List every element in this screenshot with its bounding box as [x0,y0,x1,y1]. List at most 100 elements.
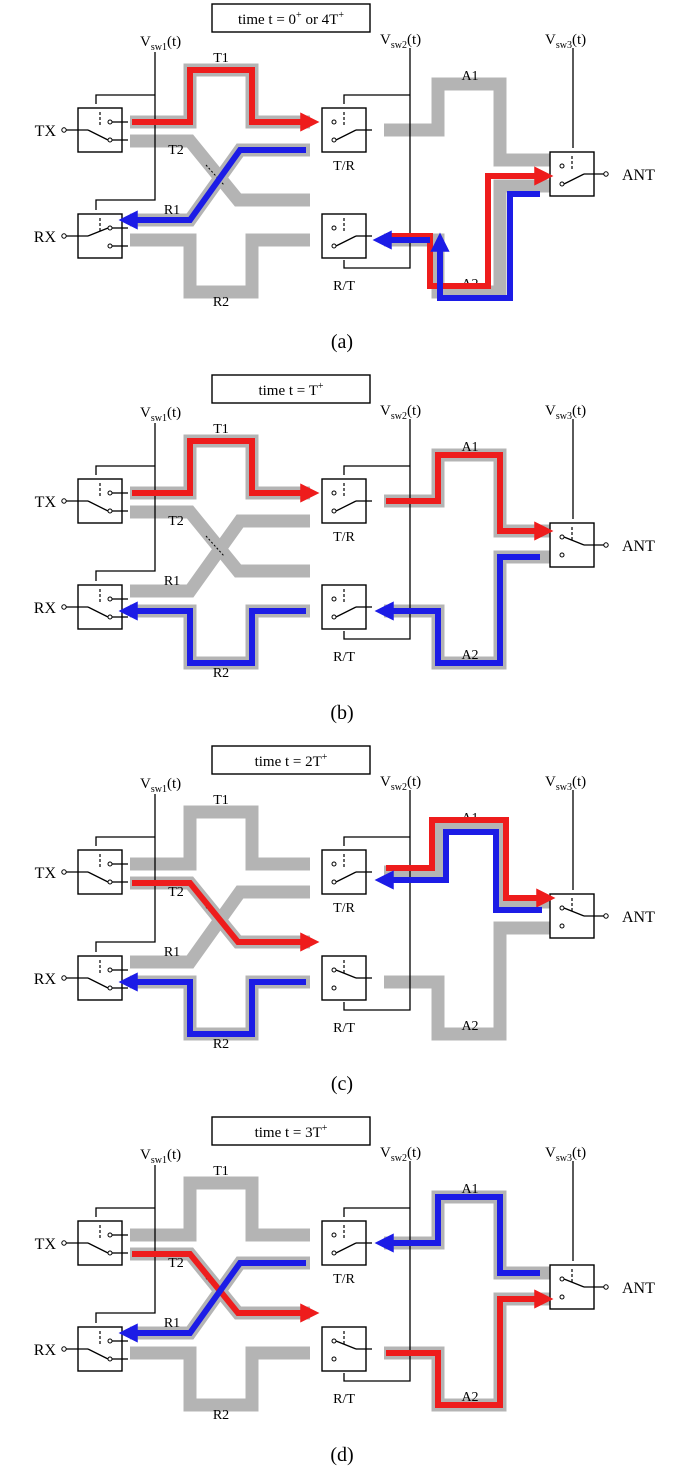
time-title-text: time t = 3T+ [255,1123,328,1141]
vsw2-label: Vsw2(t) [380,403,421,422]
time-title: time t = 0+ or 4T+ [211,3,371,33]
a2-arrow-rx [374,554,540,666]
rx-port-label: RX [34,971,57,988]
tx-switch [61,107,128,153]
signal-arrows [118,1194,554,1408]
line-r2 [130,233,310,299]
r2-arrow-rx [118,972,306,1037]
rt-label: R/T [333,1021,355,1036]
t2-label: T2 [168,885,184,900]
line-r2 [130,1346,310,1412]
rx-switch [61,1326,128,1372]
vsw2-label: Vsw2(t) [380,774,421,793]
r1-label: R1 [164,945,180,960]
time-title: time t = 3T+ [211,1116,371,1146]
tx-port-label: TX [35,494,57,511]
tx-switch [61,1220,128,1266]
vsw1-label: Vsw1(t) [140,1147,181,1166]
vsw2-label: Vsw2(t) [380,1145,421,1164]
t1-arrow-tx [132,67,320,132]
r2-arrow-rx [118,601,306,666]
ant-port-label: ANT [622,538,655,555]
control-wires [95,790,574,1011]
t1-label: T1 [213,422,229,437]
line-t2 [130,134,310,207]
rx-switch-body [77,213,123,259]
tr-switch [321,107,372,153]
a1-tx-arrow-tx [386,817,556,908]
time-title-text: time t = 0+ or 4T+ [238,10,344,28]
rx-port-label: RX [34,1342,57,1359]
r2-label: R2 [213,295,229,310]
rx-port-label: RX [34,600,57,617]
rt-label: R/T [333,279,355,294]
a2-label: A2 [461,1019,478,1034]
tr-label: T/R [333,530,355,545]
a2-rx-arrow-rx [430,191,540,301]
tr-label: T/R [333,1272,355,1287]
panel-caption: (d) [330,1444,353,1466]
t2-label: T2 [168,143,184,158]
rt-label: R/T [333,1392,355,1407]
line-r1 [130,143,310,227]
control-wires [95,419,574,640]
t2-arrow-tx [132,1251,320,1323]
ant-switch [549,522,609,568]
tr-switch [321,478,372,524]
line-t1 [130,434,310,500]
r2-label: R2 [213,1037,229,1052]
line-r1 [130,885,310,969]
line-a2 [384,921,550,1041]
panel-caption: (c) [331,1073,353,1095]
t2-arrow-tx [132,880,320,952]
a2-label: A2 [461,1390,478,1405]
control-wires [95,1161,574,1382]
a1-rx-arrow-rx [374,829,542,913]
tx-port-label: TX [35,1236,57,1253]
t1-label: T1 [213,1164,229,1179]
t2-label: T2 [168,1256,184,1271]
ant-switch [549,151,609,197]
rx-switch [61,955,128,1001]
a2-arrow-tx [386,1289,554,1408]
panel-caption: (a) [331,331,353,353]
a1-label: A1 [461,69,478,84]
tr-label: T/R [333,901,355,916]
r2-label: R2 [213,666,229,681]
line-t1 [130,1176,310,1242]
ant-port-label: ANT [622,909,655,926]
vsw1-label: Vsw1(t) [140,34,181,53]
line-a1 [384,819,550,909]
line-r2 [130,975,310,1041]
a1-arrow-rx [374,1194,540,1276]
tx-switch [61,849,128,895]
r1-label: R1 [164,203,180,218]
panel-d: time t = 3T+Vsw1(t)Vsw2(t)Vsw3(t)TXRXANT… [34,1116,655,1466]
rx-switch [61,213,128,259]
tx-switch [61,478,128,524]
t1-label: T1 [213,793,229,808]
time-title-text: time t = 2T+ [255,752,328,770]
rt-switch [321,1326,372,1372]
tx-port-label: TX [35,865,57,882]
rt-label: R/T [333,650,355,665]
rx-port-label: RX [34,229,57,246]
line-r2 [130,604,310,670]
signal-arrows [118,817,556,1037]
signal-arrows [118,438,554,666]
ant-switch [549,1264,609,1310]
rt-switch [321,213,372,259]
line-t2 [130,505,310,578]
control-wires [95,48,574,269]
ant-port-label: ANT [622,167,655,184]
a2-tx-arrow-tx [386,166,554,289]
r2-label: R2 [213,1408,229,1423]
a1-arrow-tx [386,452,554,541]
a1-label: A1 [461,1182,478,1197]
signal-arrows [118,67,554,301]
rt-switch [321,584,372,630]
line-t1 [130,63,310,129]
time-title-text: time t = T+ [258,381,323,399]
panel-caption: (b) [330,702,353,724]
